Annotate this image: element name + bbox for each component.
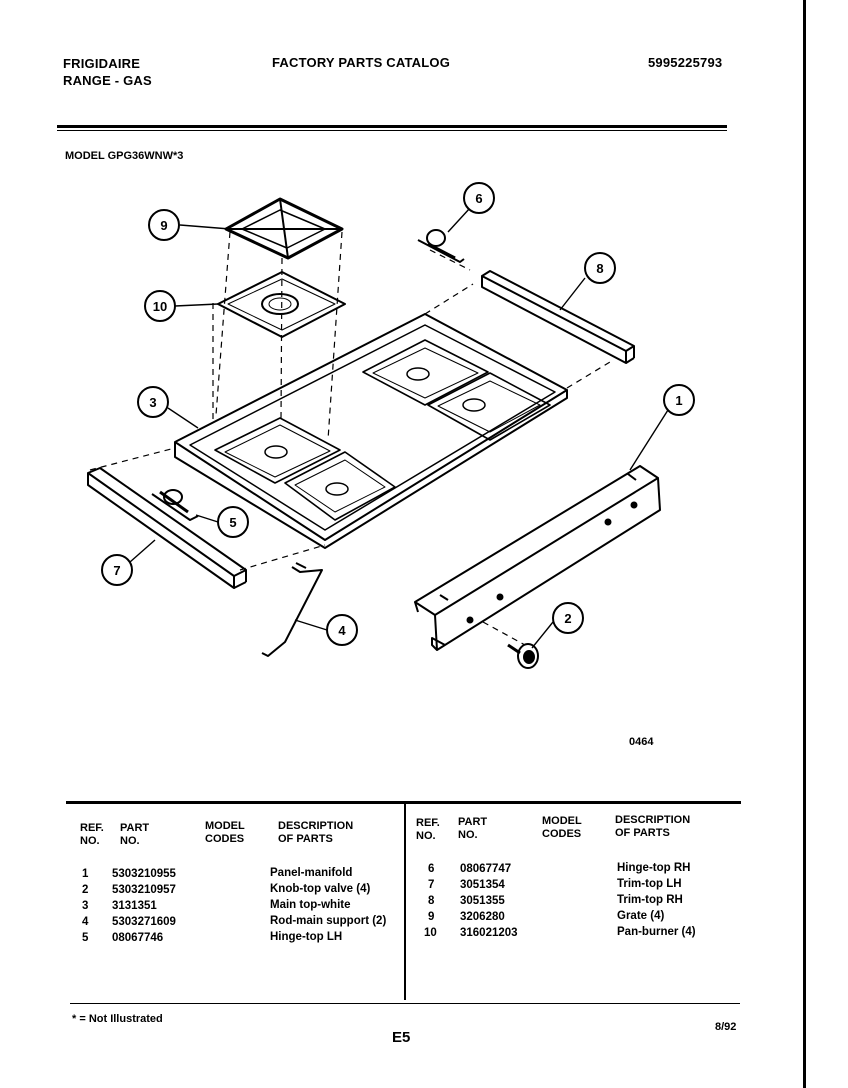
assembly-lines xyxy=(89,231,611,646)
leader-lines xyxy=(129,207,669,649)
ref-cell: 5 xyxy=(82,932,89,944)
exploded-parts-diagram: 9 10 3 5 7 4 2 1 8 6 xyxy=(87,182,695,669)
diagram-code: 0464 xyxy=(629,736,654,748)
hinge-top-lh-part xyxy=(151,489,199,521)
callout-label: 4 xyxy=(338,623,346,638)
brand-block: FRIGIDAIRE RANGE - GAS xyxy=(63,55,152,89)
header-rule-thick xyxy=(57,125,727,128)
part-cell: 3051354 xyxy=(460,879,505,891)
callout-label: 9 xyxy=(160,218,167,233)
callout-7 xyxy=(101,554,133,586)
callout-8 xyxy=(584,252,616,284)
desc-cell: Grate (4) xyxy=(617,910,665,922)
desc-cell: Hinge-top LH xyxy=(270,931,343,943)
desc-cell: Pan-burner (4) xyxy=(617,926,696,938)
callout-label: 10 xyxy=(153,299,167,314)
model-label: MODEL GPG36WNW*3 xyxy=(65,150,184,162)
part-cell: 3131351 xyxy=(112,900,157,912)
ref-cell: 1 xyxy=(82,868,89,880)
page-number: E5 xyxy=(392,1029,411,1046)
ref-cell: 3 xyxy=(82,900,89,912)
not-illustrated-note: * = Not Illustrated xyxy=(72,1013,163,1025)
trim-top-lh-part xyxy=(87,467,247,589)
part-cell: 5303210957 xyxy=(112,884,176,896)
trim-top-rh-part xyxy=(481,270,635,364)
callout-9 xyxy=(148,209,180,241)
callout-2 xyxy=(552,602,584,634)
ref-cell: 9 xyxy=(428,911,435,923)
callout-4 xyxy=(326,614,358,646)
desc-cell: Trim-top RH xyxy=(617,894,683,906)
header-rule-thin xyxy=(57,130,727,131)
part-cell: 5303210955 xyxy=(112,868,176,880)
desc-cell: Hinge-top RH xyxy=(617,862,691,874)
table-center-divider xyxy=(404,804,406,1000)
knob-top-valve-part xyxy=(507,643,539,669)
table-top-rule xyxy=(66,801,741,804)
callout-label: 2 xyxy=(564,611,571,626)
ref-cell: 10 xyxy=(424,927,437,939)
rod-main-support-part xyxy=(261,562,323,657)
desc-cell: Main top-white xyxy=(270,899,351,911)
header-desc: DESCRIPTION OF PARTS xyxy=(278,820,354,845)
callout-10 xyxy=(144,290,176,322)
footer-rule xyxy=(70,1003,740,1004)
product-line: RANGE - GAS xyxy=(63,73,152,88)
callout-3 xyxy=(137,386,169,418)
header-desc-right: DESCRIPTION OF PARTS xyxy=(615,814,691,839)
main-top-part xyxy=(174,313,568,549)
header-ref: REF. NO. xyxy=(80,822,104,847)
ref-cell: 4 xyxy=(82,916,89,928)
desc-cell: Panel-manifold xyxy=(270,867,353,879)
callout-6 xyxy=(463,182,495,214)
part-cell: 3206280 xyxy=(460,911,505,923)
ref-cell: 7 xyxy=(428,879,435,891)
hinge-top-rh-part xyxy=(417,229,465,263)
callout-label: 1 xyxy=(675,393,682,408)
desc-cell: Rod-main support (2) xyxy=(270,915,387,927)
brand-name: FRIGIDAIRE xyxy=(63,56,141,71)
callout-5 xyxy=(217,506,249,538)
callout-label: 5 xyxy=(229,515,236,530)
catalog-title: FACTORY PARTS CATALOG xyxy=(272,55,451,70)
header-model: MODEL CODES xyxy=(205,820,245,845)
grate-part xyxy=(224,197,344,260)
part-cell: 08067746 xyxy=(112,932,164,944)
header-ref-right: REF. NO. xyxy=(416,817,440,842)
part-cell: 08067747 xyxy=(460,863,512,875)
callout-circles xyxy=(101,182,695,646)
pan-burner-part xyxy=(217,271,346,338)
callout-label: 6 xyxy=(475,191,482,206)
callout-1 xyxy=(663,384,695,416)
ref-cell: 2 xyxy=(82,884,89,896)
header-part: PART NO. xyxy=(120,822,150,847)
page-frame xyxy=(803,0,806,1088)
part-cell: 316021203 xyxy=(460,927,518,939)
callout-label: 7 xyxy=(113,563,120,578)
revision-date: 8/92 xyxy=(715,1021,737,1033)
header-part-right: PART NO. xyxy=(458,816,488,841)
callout-label: 3 xyxy=(149,395,156,410)
catalog-number: 5995225793 xyxy=(648,55,723,70)
ref-cell: 8 xyxy=(428,895,435,907)
callout-label: 8 xyxy=(596,261,603,276)
desc-cell: Trim-top LH xyxy=(617,878,682,890)
part-cell: 5303271609 xyxy=(112,916,176,928)
panel-manifold-part xyxy=(414,465,661,651)
desc-cell: Knob-top valve (4) xyxy=(270,883,371,895)
ref-cell: 6 xyxy=(428,863,435,875)
part-cell: 3051355 xyxy=(460,895,505,907)
header-model-right: MODEL CODES xyxy=(542,815,582,840)
